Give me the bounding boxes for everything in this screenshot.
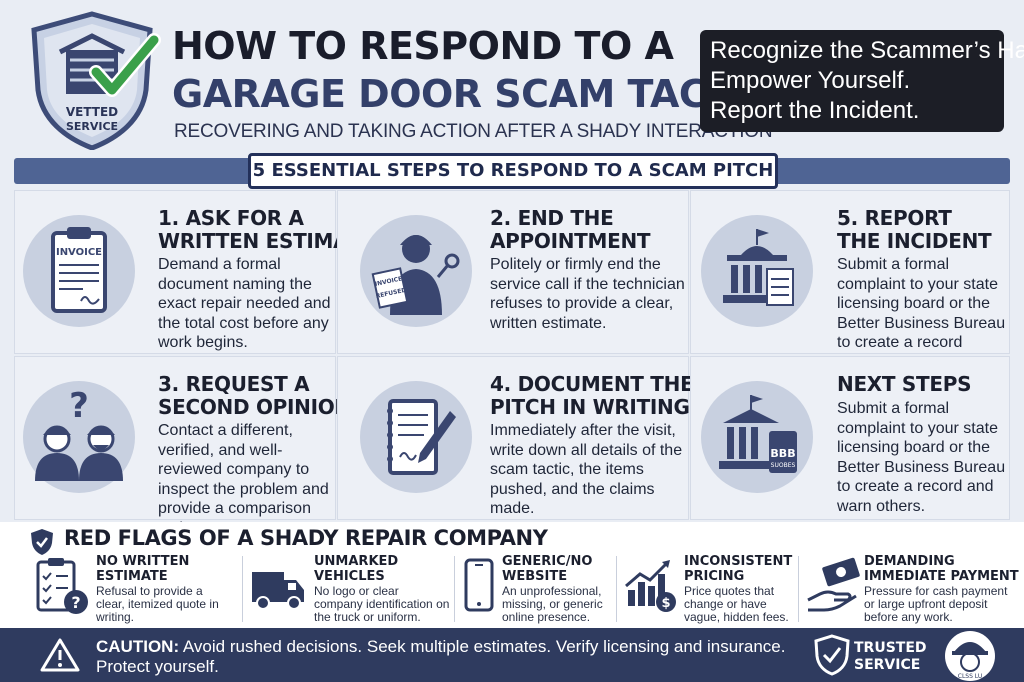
flag-title: INCONSISTENT PRICING (684, 554, 793, 584)
step-description: Demand a formal document naming the exac… (158, 256, 331, 351)
badge-text-vetted: VETTED (66, 105, 118, 119)
flag-description: No logo or clear company identification … (314, 584, 450, 624)
flag-title: NO WRITTEN ESTIMATE (96, 554, 190, 584)
step-description: Contact a different, verified, and well-… (158, 422, 329, 537)
step-card-next: BBB SUOBES NEXT STEPS Submit a formal co… (690, 356, 1010, 520)
red-flags-title: RED FLAGS OF A SHADY REPAIR COMPANY (64, 526, 548, 550)
trusted-service-label: TRUSTED SERVICE (854, 640, 927, 673)
red-flag-item: ? NO WRITTEN ESTIMATE Refusal to provide… (34, 552, 240, 624)
flag-divider (242, 556, 243, 622)
step-title: 3. REQUEST A SECOND OPINION (158, 372, 351, 419)
steps-banner-label: 5 ESSENTIAL STEPS TO RESPOND TO A SCAM P… (248, 153, 778, 189)
caution-message: CAUTION: Avoid rushed decisions. Seek mu… (96, 637, 796, 677)
step-description: Submit a formal complaint to your state … (837, 256, 1006, 371)
flag-description: Price quotes that change or have vague, … (684, 584, 789, 624)
government-building-icon (701, 215, 813, 327)
badge-text-service: SERVICE (66, 120, 118, 133)
step-description: Immediately after the visit, write down … (490, 422, 683, 517)
step-card-2: INVOICE REFUSED 2. END THE APPOINTMENT P… (337, 190, 689, 354)
red-flag-item: GENERIC/NO WEBSITE An unprofessional, mi… (462, 552, 612, 624)
svg-text:?: ? (69, 386, 89, 426)
flag-description: Pressure for cash payment or large upfro… (864, 584, 1008, 624)
flag-divider (454, 556, 455, 622)
flag-description: An unprofessional, missing, or generic o… (502, 584, 603, 624)
bbb-icon-label: BBB (770, 447, 795, 460)
checklist-question-icon: ? (36, 558, 88, 614)
page-title-line2: GARAGE DOOR SCAM TACTIC (172, 72, 773, 116)
flag-divider (798, 556, 799, 622)
tagline-line: Report the Incident. (710, 97, 920, 124)
flag-title: UNMARKED VEHICLES (314, 554, 399, 584)
red-flag-item: UNMARKED VEHICLES No logo or clear compa… (250, 552, 450, 624)
step-card-5: 5. REPORT THE INCIDENT Submit a formal c… (690, 190, 1010, 371)
step-description: Submit a formal complaint to your state … (837, 400, 1006, 515)
page-subtitle: RECOVERING AND TAKING ACTION AFTER A SHA… (174, 121, 773, 142)
vetted-service-shield-badge: VETTED SERVICE (31, 11, 161, 150)
step-card-1: INVOICE 1. ASK FOR A WRITTEN ESTIMATE De… (14, 190, 374, 354)
page-title-line1: HOW TO RESPOND TO A (172, 24, 674, 68)
step-title: 1. ASK FOR A WRITTEN ESTIMATE (158, 206, 374, 253)
flag-title: GENERIC/NO WEBSITE (502, 554, 593, 584)
notebook-pen-icon (360, 381, 472, 493)
flag-description: Refusal to provide a clear, itemized quo… (96, 584, 219, 624)
invoice-icon-label: INVOICE (56, 247, 102, 258)
step-title: 4. DOCUMENT THE PITCH IN WRITING (490, 372, 694, 419)
tagline-box: Recognize the Scammer’s Hand. Empower Yo… (700, 30, 1024, 132)
van-icon (252, 572, 304, 610)
step-description: Politely or firmly end the service call … (490, 256, 685, 332)
two-technicians-question-icon: ? (23, 381, 135, 493)
red-flag-item: DEMANDING IMMEDIATE PAYMENT Pressure for… (806, 552, 1020, 624)
flag-title: DEMANDING IMMEDIATE PAYMENT (864, 554, 1019, 584)
step-title: NEXT STEPS (837, 372, 972, 396)
caution-label: CAUTION: (96, 637, 180, 656)
svg-text:$: $ (661, 596, 670, 611)
svg-text:?: ? (71, 593, 80, 612)
step-card-3: ? 3. REQUEST A SECOND OPINION Contact a … (14, 356, 351, 537)
logo-text: CLSS LU (958, 673, 983, 680)
trusted-shield-icon (814, 634, 850, 676)
step-card-4: 4. DOCUMENT THE PITCH IN WRITING Immedia… (337, 356, 694, 520)
step-title: 2. END THE APPOINTMENT (490, 206, 651, 253)
tagline-line: Recognize the Scammer’s Hand. (710, 37, 1024, 64)
bbb-icon-sublabel: SUOBES (771, 462, 796, 469)
worker-hardhat-logo: CLSS LU (945, 631, 995, 681)
bbb-building-icon: BBB SUOBES (701, 381, 813, 493)
rising-price-chart-icon: $ (625, 560, 676, 612)
step-title: 5. REPORT THE INCIDENT (837, 206, 992, 253)
tagline-line: Empower Yourself. (710, 67, 911, 94)
caution-body: Avoid rushed decisions. Seek multiple es… (96, 637, 786, 676)
invoice-clipboard-icon: INVOICE (23, 215, 135, 327)
header: VETTED SERVICE HOW TO RESPOND TO A GARAG… (0, 0, 1024, 150)
cash-hand-icon (807, 557, 860, 612)
warning-triangle-icon (40, 638, 80, 672)
shield-check-icon (31, 529, 53, 555)
smartphone-icon (464, 558, 494, 612)
red-flag-item: $ INCONSISTENT PRICING Price quotes that… (624, 552, 794, 624)
flag-divider (616, 556, 617, 622)
caution-footer (0, 628, 1024, 682)
technician-refused-icon: INVOICE REFUSED (360, 215, 472, 327)
